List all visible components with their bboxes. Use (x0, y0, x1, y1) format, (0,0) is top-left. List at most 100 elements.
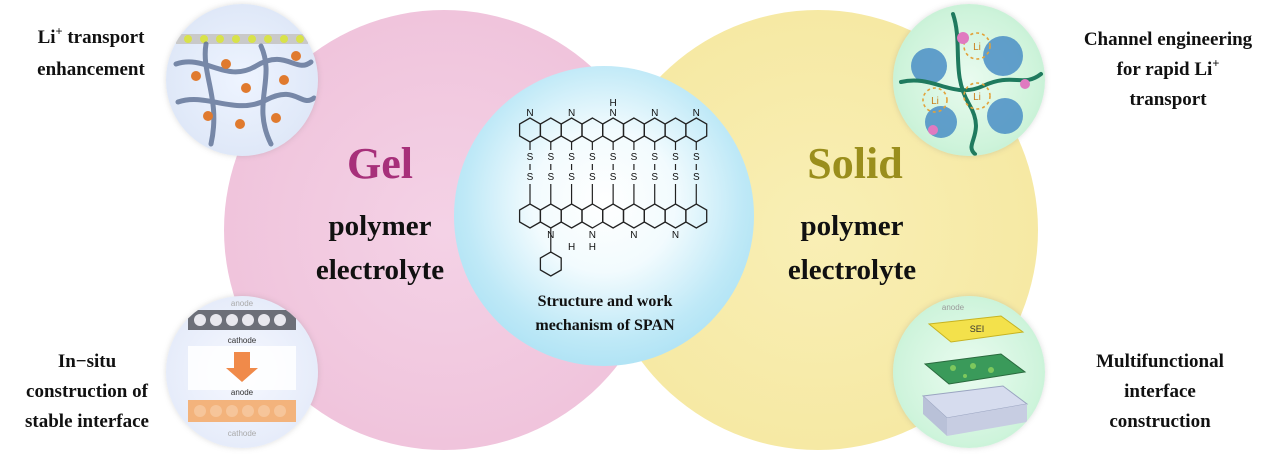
multifunctional-label-line2: interface (1124, 381, 1196, 402)
nitrogen-atom: N (651, 108, 658, 119)
nitrogen-atom: N (610, 108, 617, 119)
anode-top-label: anode (942, 303, 965, 312)
hydrogen-atom: H (589, 242, 596, 253)
center-caption-line1: Structure and work (537, 293, 673, 310)
anode-particles (194, 405, 286, 417)
arrow-down-icon (226, 352, 258, 382)
sulfur-atom: S (527, 152, 534, 163)
pink-ions (928, 32, 1030, 135)
top-ring (664, 117, 687, 143)
solid-title: Solid (807, 139, 903, 188)
cathode-bottom-label: cathode (228, 429, 257, 438)
gel-subtitle-line2: electrolyte (315, 254, 445, 286)
solid-subtitle-line2: electrolyte (787, 254, 917, 286)
in-situ-label-line2: construction of (26, 381, 148, 402)
sulfur-atom: S (651, 152, 658, 163)
hydrogen-atom: H (568, 242, 575, 253)
li-ion-label-3: Li (931, 96, 939, 107)
substrate-left-side (923, 396, 947, 436)
interphase-speckles (950, 363, 994, 378)
sulfur-atom: S (672, 172, 679, 183)
surface-ions (184, 35, 304, 43)
top-ring (602, 117, 625, 143)
ion-channel-diagram: Li Li Li (899, 12, 1043, 156)
solid-subtitle-line1: polymer (800, 210, 904, 242)
nitrogen-atom: N (568, 108, 575, 119)
gel-subtitle-line1: polymer (328, 210, 432, 242)
bottom-ring (602, 203, 625, 229)
sulfur-atom: S (547, 172, 554, 183)
li-transport-illustration (166, 4, 318, 156)
multifunctional-label-line1: Multifunctional (1096, 351, 1224, 372)
li-ion-label-1: Li (973, 42, 981, 53)
bottom-ring (685, 203, 708, 229)
bottom-ring (581, 203, 604, 229)
lithium-ions (191, 51, 301, 129)
sulfur-atom: S (651, 172, 658, 183)
layered-interface-diagram: anode SEI (921, 303, 1029, 436)
anode-label: anode (231, 388, 254, 397)
polymer-chain-network (173, 34, 317, 147)
multifunctional-label-line3: construction (1109, 411, 1211, 432)
center-caption-line2: mechanism of SPAN (535, 317, 675, 334)
sulfur-atom: S (568, 152, 575, 163)
bottom-ring (622, 203, 645, 229)
top-ring (560, 117, 583, 143)
nitrogen-atom: N (526, 108, 533, 119)
multifunctional-interface-illustration: anode SEI (893, 296, 1045, 448)
sulfur-atom: S (589, 152, 596, 163)
ion-paths (922, 32, 991, 113)
in-situ-label-line3: stable interface (25, 411, 149, 432)
sulfur-atom: S (693, 152, 700, 163)
nitrogen-atom: N (589, 230, 596, 241)
bottom-ring (518, 203, 542, 229)
pendant-ring (539, 251, 562, 277)
channel-label-line1: Channel engineering (1083, 29, 1253, 50)
channel-label-line3: transport (1129, 89, 1207, 110)
polymer-chains (173, 41, 317, 147)
sulfur-atom: S (610, 152, 617, 163)
top-ring (518, 117, 542, 143)
top-ring (643, 117, 666, 143)
sulfur-atom: S (672, 152, 679, 163)
top-ring (622, 117, 645, 143)
sulfur-atom: S (527, 172, 534, 183)
nitrogen-atom: N (693, 108, 700, 119)
channel-label-line2: for rapid Li+ (1116, 56, 1220, 80)
channel-engineering-illustration: Li Li Li (893, 4, 1045, 156)
in-situ-label-line1: In−situ (57, 351, 117, 372)
bottom-ring (664, 203, 687, 229)
nitrogen-atom: N (630, 230, 637, 241)
top-ring (539, 117, 562, 143)
nitrogen-atom: N (547, 230, 554, 241)
sulfur-atom: S (568, 172, 575, 183)
interface-construction-diagram: anode cathode anode cathode (188, 299, 296, 438)
li-transport-label-line2: enhancement (37, 59, 145, 80)
bottom-ring (643, 203, 666, 229)
top-ring (685, 117, 708, 143)
top-ring (581, 117, 604, 143)
interphase-layer (923, 353, 1027, 385)
sulfur-atom: S (610, 172, 617, 183)
li-ion-label-2: Li (973, 92, 981, 103)
cathode-particles (194, 314, 286, 326)
sei-label: SEI (970, 324, 985, 334)
bottom-ring (539, 203, 562, 229)
bottom-ring (560, 203, 583, 229)
sulfur-atom: S (589, 172, 596, 183)
electrode-layer (176, 34, 308, 44)
sulfur-atom: S (693, 172, 700, 183)
sei-layer (927, 315, 1025, 343)
center-caption: Structure and work mechanism of SPAN (505, 290, 705, 338)
hydrogen-atom: H (610, 98, 617, 109)
cathode-label: cathode (228, 336, 257, 345)
li-transport-label-line1: Li+ transport (37, 24, 145, 48)
sulfur-atom: S (547, 152, 554, 163)
substrate-front-side (947, 404, 1027, 436)
in-situ-interface-illustration: anode cathode anode cathode (166, 296, 318, 448)
sulfur-atom: S (631, 152, 638, 163)
anode-top-label: anode (231, 299, 254, 308)
sulfur-atom: S (631, 172, 638, 183)
